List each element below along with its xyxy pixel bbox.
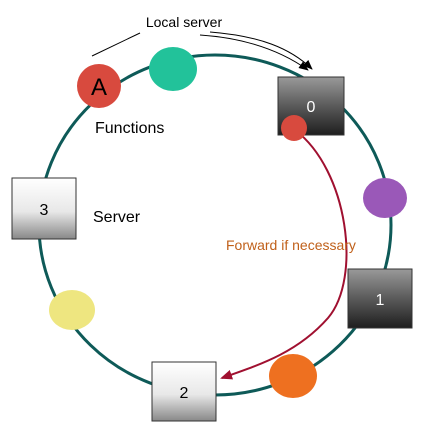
server-2-label: 2	[180, 385, 189, 402]
server-2-box: 2	[151, 361, 217, 422]
server-3-label: 3	[40, 202, 49, 219]
orange-function-node	[269, 354, 317, 398]
red-function-node	[281, 115, 307, 141]
forward-arrow	[220, 129, 348, 380]
server-3-box: 3	[11, 177, 77, 240]
function-a-label: A	[91, 74, 107, 101]
server-1-label: 1	[376, 292, 385, 309]
server-0-label: 0	[307, 99, 316, 116]
function-a-node: A	[77, 64, 121, 108]
callout-line-left	[91, 32, 141, 57]
teal-function-node	[149, 47, 197, 91]
functions-label: Functions	[95, 120, 164, 137]
callout-arrow-2	[209, 31, 313, 70]
local-server-label: Local server	[146, 14, 223, 30]
server-label: Server	[93, 209, 141, 226]
yellow-function-node	[49, 290, 95, 330]
callout-arrow-1	[199, 34, 309, 71]
purple-function-node	[363, 178, 407, 218]
server-1-box: 1	[347, 268, 413, 329]
forward-label: Forward if necessary	[226, 237, 356, 253]
